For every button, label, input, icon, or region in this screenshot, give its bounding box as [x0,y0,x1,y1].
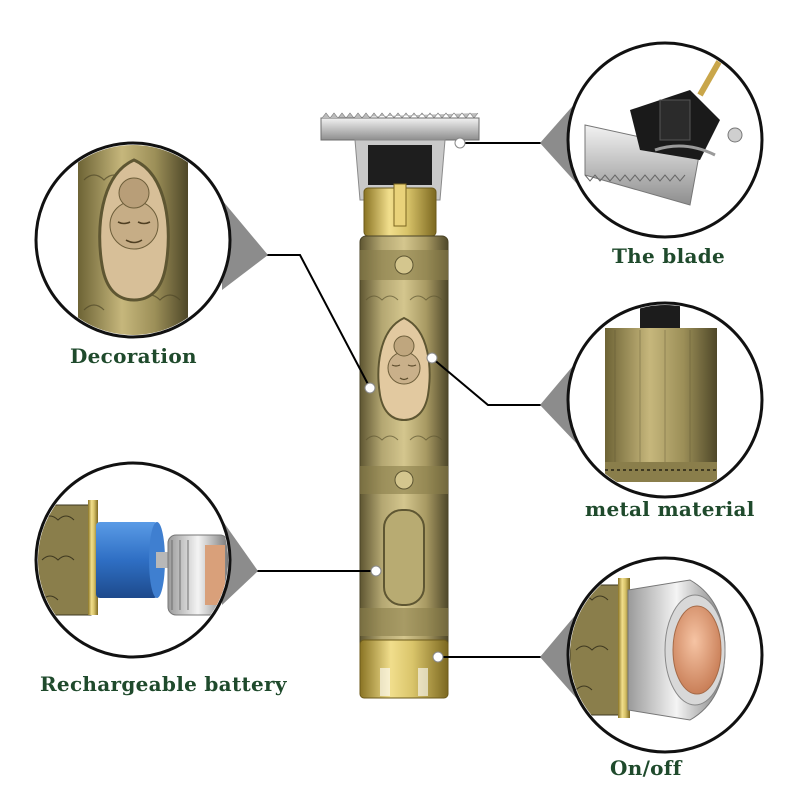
battery-cell [96,522,158,598]
callout-battery-image [34,461,232,659]
callout-metal-image [566,301,764,499]
callout-blade-image [566,41,764,239]
callout-decoration-image [34,141,232,339]
dark-window [368,145,432,185]
blade-teeth [321,112,479,119]
label-rechargeable-battery: Rechargeable battery [40,672,287,696]
label-on-off: On/off [610,756,682,780]
trimmer-body [320,112,480,699]
blade-head [320,117,480,141]
leader-lines [250,142,545,658]
bottom-cap [359,639,449,699]
label-decoration: Decoration [70,344,197,368]
label-blade: The blade [612,244,726,268]
power-button [672,605,722,695]
cloud-engraving [365,295,443,441]
leader-dots [364,137,466,663]
band-medallion [394,255,414,275]
gold-screw [393,183,407,227]
label-metal-material: metal material [585,497,755,521]
lotus-band-bottom [360,608,448,636]
callout-onoff-image [566,556,764,754]
switch-panel [383,509,425,606]
